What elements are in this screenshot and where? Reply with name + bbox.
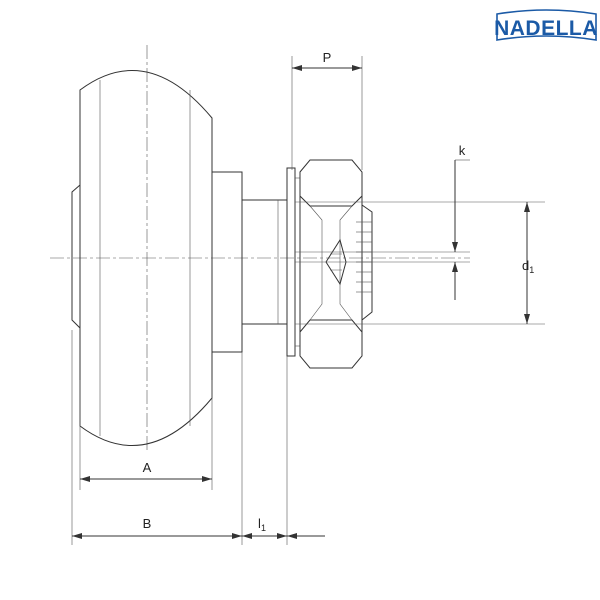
- dimension-label-k: k: [459, 143, 466, 158]
- nadella-logo: NADELLA: [494, 9, 598, 41]
- svg-text:d1: d1: [522, 258, 534, 275]
- hex-nut: [299, 159, 373, 369]
- dimension-b: B: [72, 516, 242, 539]
- dimension-label-d1-subscript: 1: [529, 265, 534, 275]
- dimension-label-l1: l: [258, 516, 261, 531]
- brand-name: NADELLA: [494, 17, 598, 40]
- dimension-k: k: [452, 143, 470, 300]
- dimension-a: A: [80, 460, 212, 482]
- dimension-label-b: B: [143, 516, 152, 531]
- dimension-label-d1: d: [522, 258, 529, 273]
- dimension-label-l1-subscript: 1: [261, 523, 266, 533]
- dimension-p: P: [291, 50, 363, 170]
- dimension-label-p: P: [323, 50, 332, 65]
- dimension-d1: d1: [522, 202, 534, 324]
- washer: [286, 167, 296, 357]
- dimension-label-a: A: [143, 460, 152, 475]
- dimension-l1: l1: [242, 516, 325, 539]
- hub: [211, 171, 288, 353]
- svg-text:l1: l1: [258, 516, 266, 533]
